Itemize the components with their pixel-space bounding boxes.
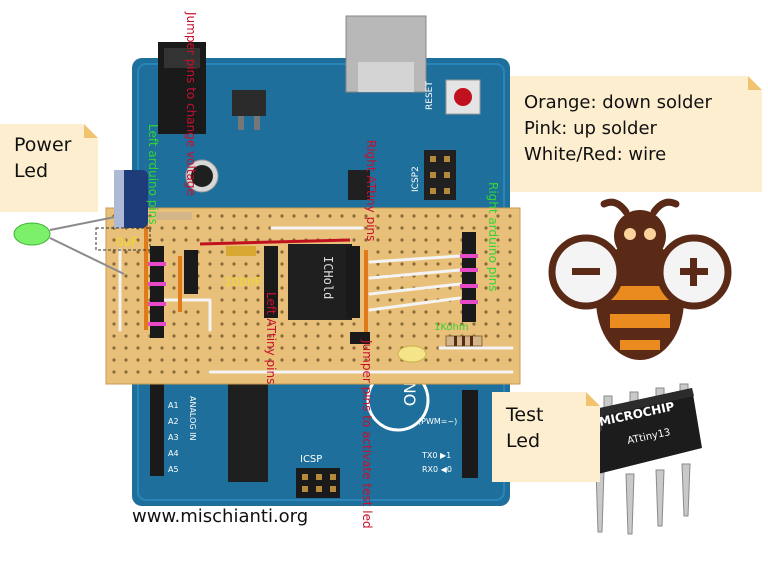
- ic-holder-label: ICHold: [321, 256, 335, 299]
- icsp-header: [296, 468, 340, 498]
- power-led-note-line1: Power: [14, 134, 72, 156]
- legend-white-red: White/Red: wire: [524, 144, 667, 165]
- analog-a2: A2: [168, 417, 179, 426]
- analog-a1: A1: [168, 401, 179, 410]
- label-left-attiny-pins: Left ATtiny pins: [264, 292, 278, 385]
- atmega-chip: [228, 384, 268, 482]
- legend-note: Orange: down solder Pink: up solder Whit…: [510, 76, 762, 192]
- label-left-arduino-pins: Left arduino pins: [146, 124, 160, 225]
- perfboard: ICHold: [105, 207, 521, 385]
- test-led: [397, 345, 427, 363]
- power-led-note: Power Led: [0, 124, 98, 212]
- website-url: www.mischianti.org: [132, 506, 309, 527]
- resistor-label: 1Kohm: [434, 322, 469, 333]
- analog-a5: A5: [168, 465, 179, 474]
- label-jumper-test-led: Jumper pins to activate test led: [360, 340, 374, 529]
- label-right-arduino-pins: Right arduino pins: [486, 182, 500, 292]
- capacitor-small: [226, 246, 256, 256]
- pwm-label: (PWM=~): [418, 417, 457, 426]
- icsp2-label: ICSP2: [411, 166, 421, 192]
- test-led-note: Test Led: [492, 392, 600, 482]
- rx-label: RX0 ◀0: [422, 465, 452, 474]
- test-led-note-line1: Test: [506, 404, 544, 426]
- label-jumper-pins: Jumper pins to change voltage: [184, 12, 198, 196]
- icsp-label: ICSP: [300, 454, 322, 465]
- power-led-note-line2: Led: [14, 160, 49, 182]
- capacitor-uf-label: 0uF: [116, 235, 138, 249]
- legend-orange: Orange: down solder: [524, 92, 712, 113]
- electrolytic-capacitor: [95, 170, 151, 251]
- analog-in-label: ANALOG IN: [188, 396, 197, 441]
- bee-logo: [548, 198, 732, 360]
- analog-a4: A4: [168, 449, 179, 458]
- analog-a3: A3: [168, 433, 179, 442]
- ic-holder: [288, 244, 352, 320]
- tx-label: TX0 ▶1: [421, 451, 451, 460]
- test-led-note-line2: Led: [506, 430, 541, 452]
- reset-label: RESET: [425, 81, 435, 110]
- label-right-attiny-pins: Right ATtiny pins: [364, 140, 378, 242]
- attiny-chip: [572, 383, 702, 535]
- legend-pink: Pink: up solder: [524, 118, 657, 139]
- capacitor-nf-label: 100nF: [224, 275, 262, 289]
